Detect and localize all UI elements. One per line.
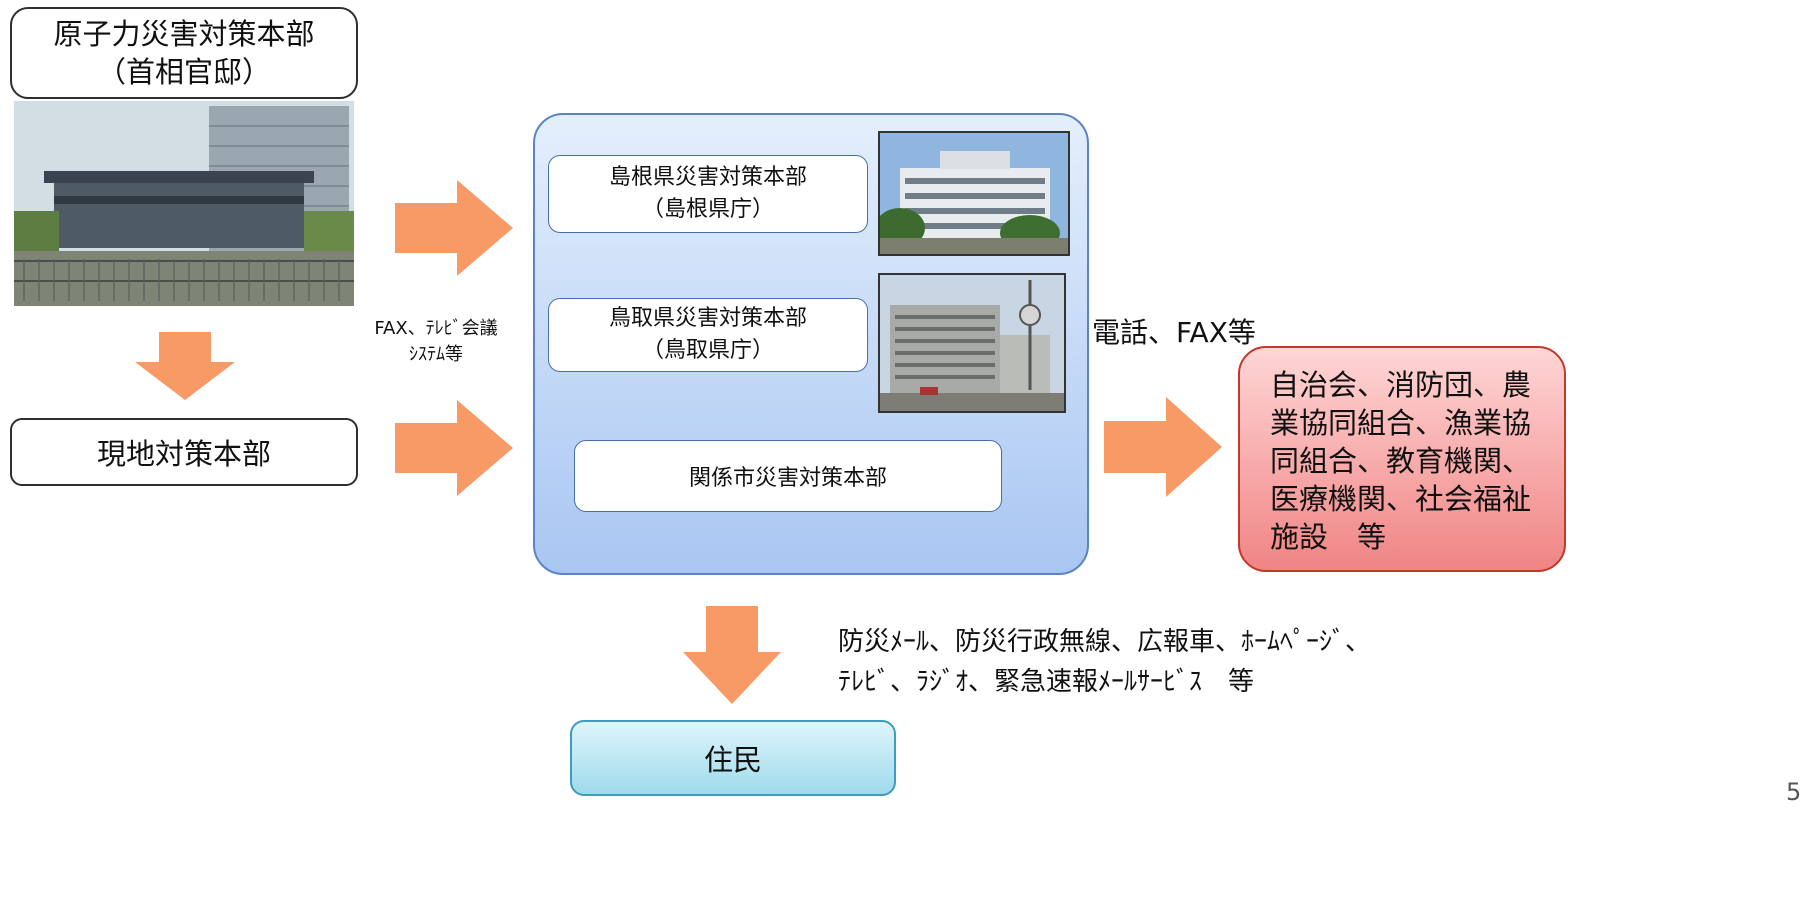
tottori-box: 鳥取県災害対策本部 （鳥取県庁） <box>548 298 868 372</box>
residents-box: 住民 <box>570 720 896 796</box>
tottori-subtitle: （鳥取県庁） <box>641 338 774 363</box>
hq-box: 原子力災害対策本部 （首相官邸） <box>10 7 358 99</box>
hq-subtitle: （首相官邸） <box>96 55 271 89</box>
media-label: 防災ﾒｰﾙ、防災行政無線、広報車、ﾎｰﾑﾍﾟｰｼﾞ、 ﾃﾚﾋﾞ、ﾗｼﾞｵ、緊急速… <box>838 622 1371 702</box>
org-line: 同組合、教育機関、 <box>1270 444 1532 478</box>
org-line: 業協同組合、漁業協 <box>1270 406 1532 440</box>
page-number-text: 5 <box>1786 778 1802 806</box>
media-line2: ﾃﾚﾋﾞ、ﾗｼﾞｵ、緊急速報ﾒｰﾙｻｰﾋﾞｽ 等 <box>838 667 1255 697</box>
local-hq-box: 現地対策本部 <box>10 418 358 486</box>
hq-title: 原子力災害対策本部 <box>53 17 315 51</box>
right-arrow-icon <box>395 400 513 496</box>
building-photo-shimane <box>878 131 1070 256</box>
phone-fax-text: 電話、FAX等 <box>1092 316 1256 349</box>
org-line: 医療機関、社会福祉 <box>1270 482 1532 516</box>
organizations-box: 自治会、消防団、農 業協同組合、漁業協 同組合、教育機関、 医療機関、社会福祉 … <box>1238 346 1566 572</box>
down-arrow-icon <box>135 332 235 400</box>
fax-tv-line2: ｼｽﾃﾑ等 <box>409 344 463 365</box>
residents-label: 住民 <box>703 743 762 777</box>
shimane-subtitle: （島根県庁） <box>641 197 774 222</box>
city-label: 関係市災害対策本部 <box>688 466 887 491</box>
building-photo-tottori <box>878 273 1066 413</box>
local-hq-label: 現地対策本部 <box>96 437 271 471</box>
org-line: 施設 等 <box>1270 520 1387 554</box>
org-line: 自治会、消防団、農 <box>1270 368 1532 402</box>
fax-tv-line1: FAX、ﾃﾚﾋﾞ会議 <box>374 318 498 339</box>
shimane-title: 島根県災害対策本部 <box>608 165 807 190</box>
shimane-box: 島根県災害対策本部 （島根県庁） <box>548 155 868 233</box>
building-photo-kantei <box>14 101 354 306</box>
right-arrow-icon <box>395 180 513 276</box>
right-arrow-icon <box>1104 397 1222 497</box>
fax-tv-label: FAX、ﾃﾚﾋﾞ会議 ｼｽﾃﾑ等 <box>357 316 515 368</box>
city-box: 関係市災害対策本部 <box>574 440 1002 512</box>
tottori-title: 鳥取県災害対策本部 <box>608 306 807 331</box>
page-number: 5 <box>1786 778 1801 806</box>
media-line1: 防災ﾒｰﾙ、防災行政無線、広報車、ﾎｰﾑﾍﾟｰｼﾞ、 <box>838 627 1372 657</box>
phone-fax-label: 電話、FAX等 <box>1092 311 1256 351</box>
down-arrow-icon <box>683 606 781 704</box>
